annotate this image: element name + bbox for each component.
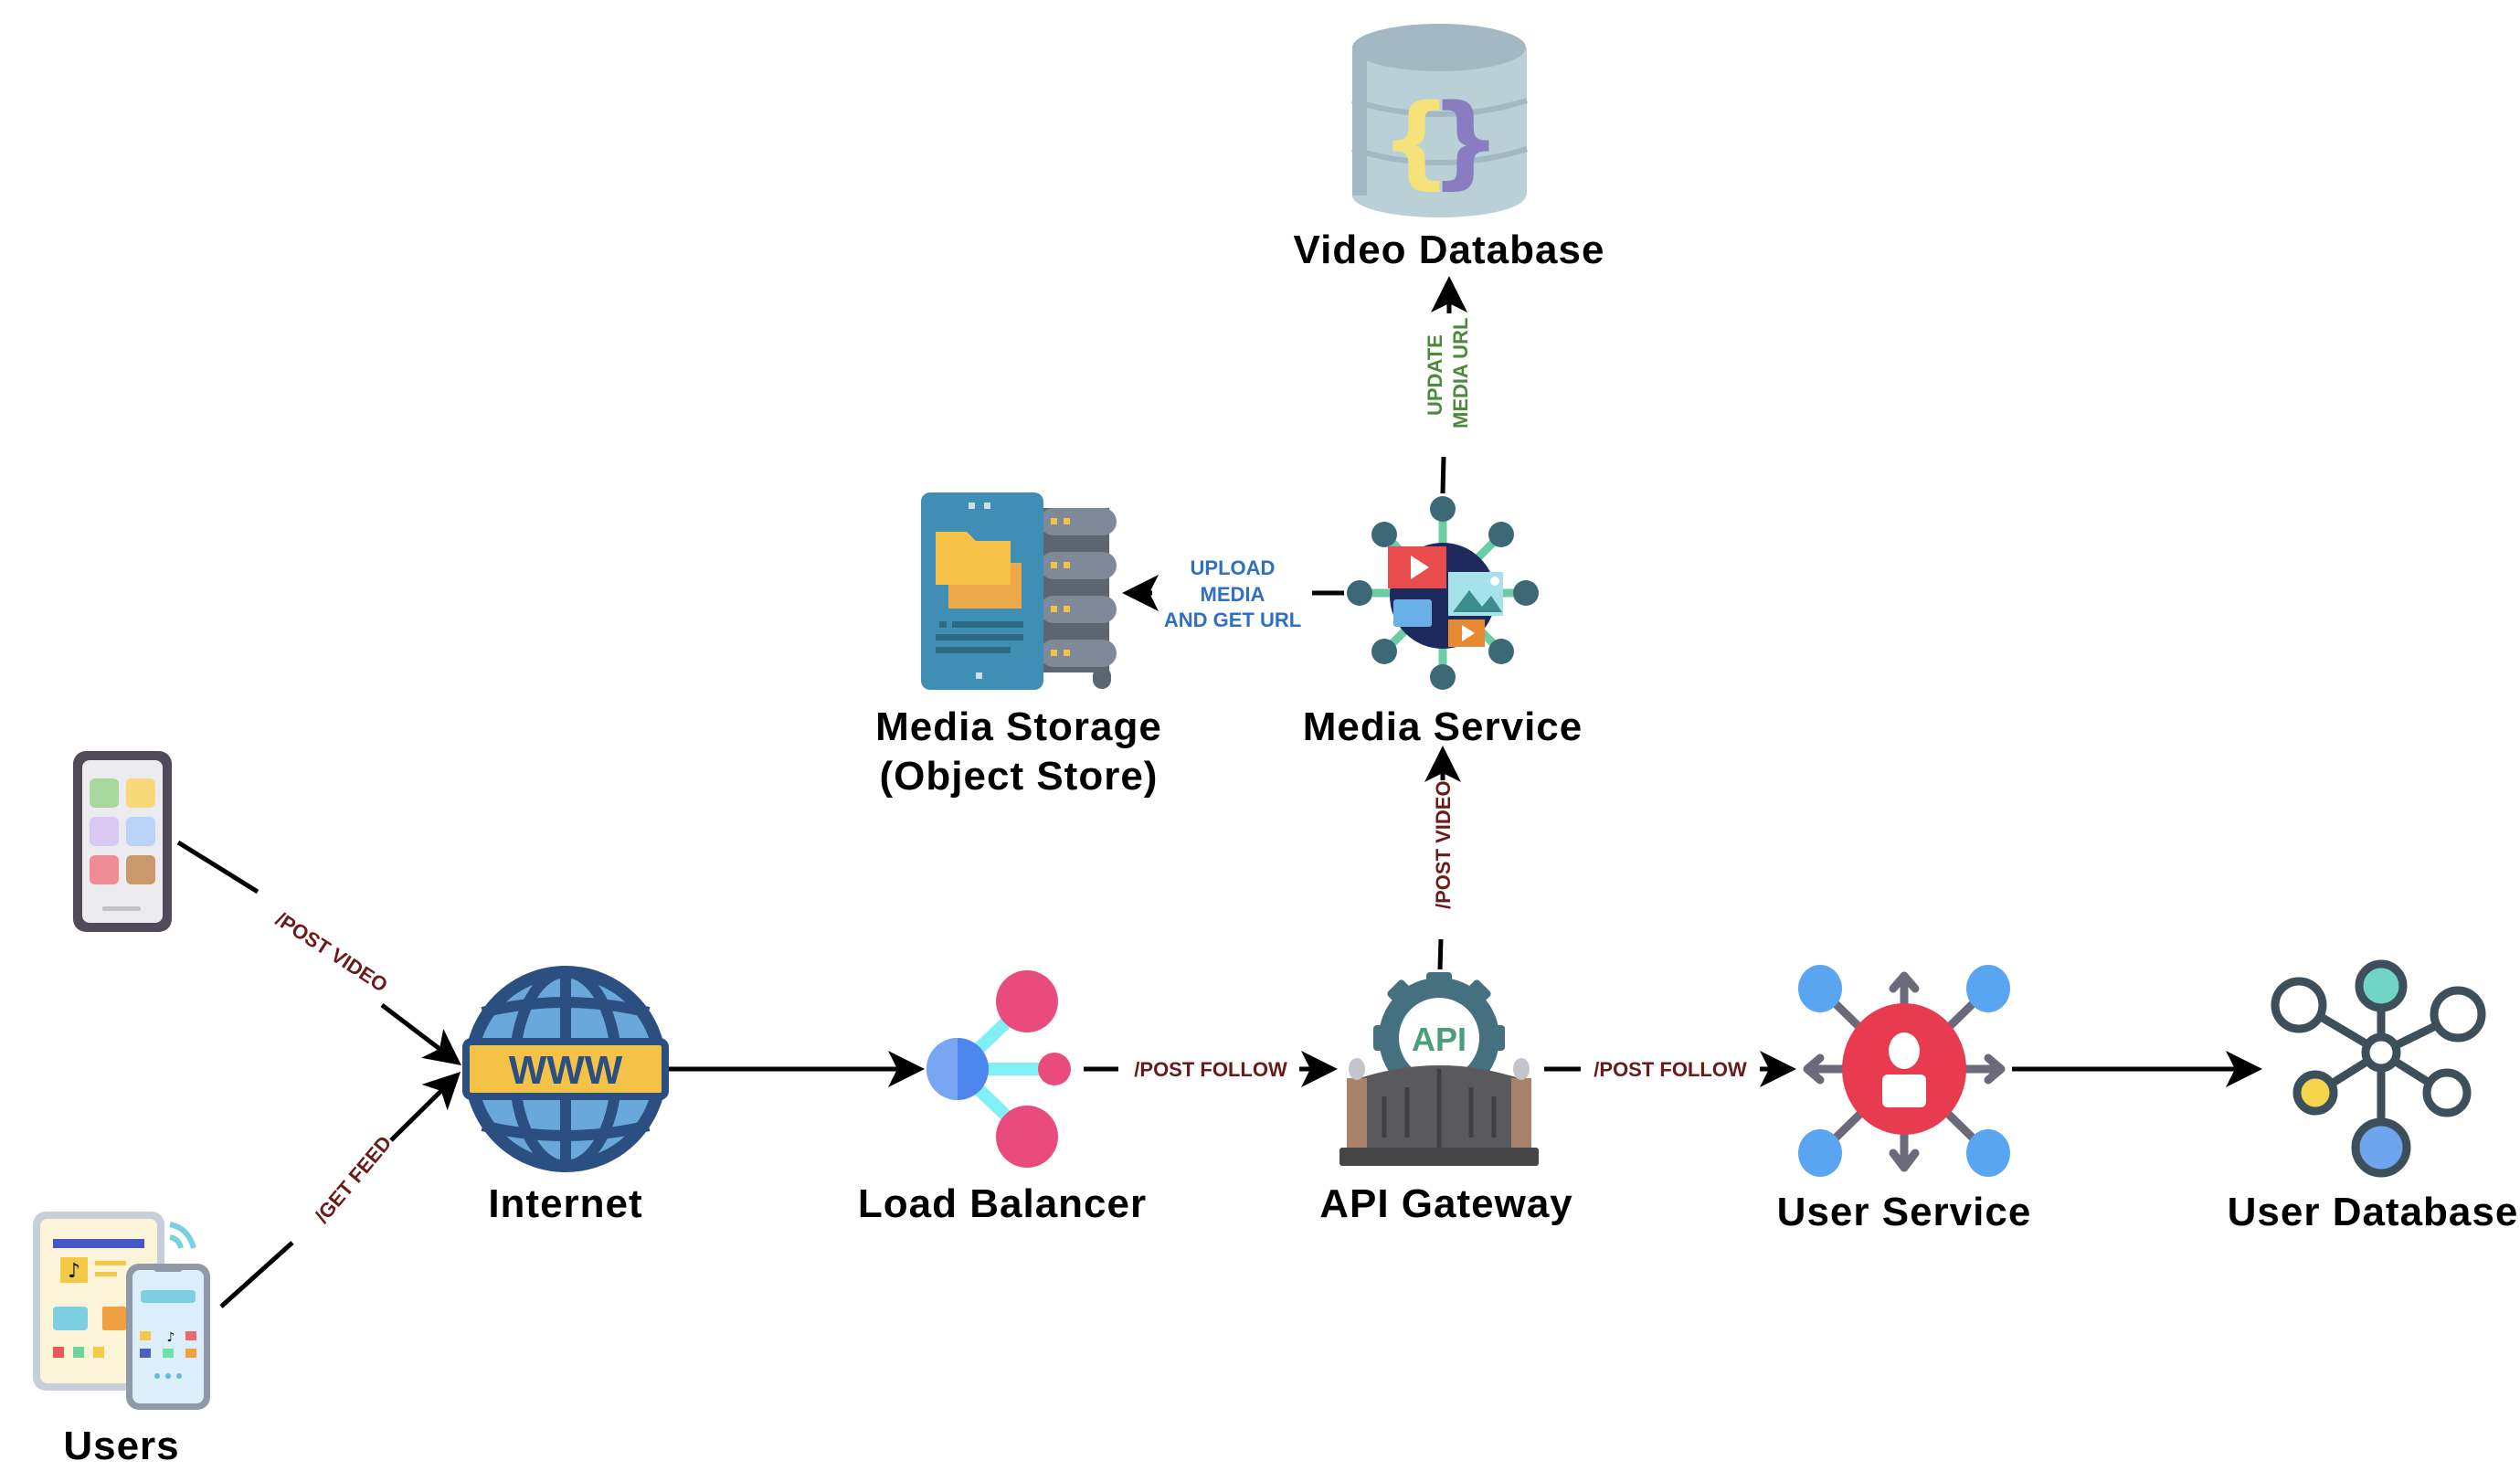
media-hub-icon xyxy=(1347,496,1539,690)
user-database-node[interactable]: User Database xyxy=(2228,959,2519,1234)
load-balancer-node[interactable]: Load Balancer xyxy=(858,970,1147,1226)
edge-media-to-videodb-dash xyxy=(1440,456,1446,494)
load-balancer-label: Load Balancer xyxy=(858,1181,1147,1226)
api-text: API xyxy=(1412,1021,1466,1058)
internet-label: Internet xyxy=(488,1181,642,1226)
edge-label-upload-line-1: UPLOAD xyxy=(1191,556,1276,579)
user-service-node[interactable]: User Service xyxy=(1777,965,2032,1234)
users-label: Users xyxy=(63,1424,179,1468)
svg-text:♪: ♪ xyxy=(68,1260,80,1283)
edge-label-upload-line-3: AND GET URL xyxy=(1164,609,1301,631)
edge-gateway-to-media-dash xyxy=(1437,938,1444,970)
tablet-and-phone-icon: ♪ ♪ xyxy=(33,1212,210,1410)
users-node[interactable]: ♪ ♪ Users xyxy=(33,751,210,1468)
user-database-label: User Database xyxy=(2228,1190,2519,1234)
edge-tablet-to-internet-segment-2 xyxy=(389,1071,461,1142)
file-server-icon xyxy=(921,492,1117,690)
edge-label-tablet-get-feed: /GET FEED xyxy=(311,1131,397,1227)
edge-tablet-to-internet-segment-1 xyxy=(219,1241,294,1308)
document-database-icon: { } xyxy=(1351,24,1528,217)
edge-label-phone-post-video: /POST VIDEO xyxy=(271,907,392,997)
media-service-node[interactable]: Media Service xyxy=(1303,496,1583,749)
media-storage-label: Media Storage xyxy=(875,704,1162,749)
edge-label-update-line-2: MEDIA URL xyxy=(1449,318,1472,429)
graph-database-icon xyxy=(2271,959,2486,1178)
media-storage-node[interactable]: Media Storage (Object Store) xyxy=(875,492,1162,799)
braces-glyph-close: } xyxy=(1430,82,1501,199)
video-database-label: Video Database xyxy=(1294,228,1605,272)
edges: /POST VIDEO /GET FEED /POST FOLLOW /POST… xyxy=(176,276,2262,1308)
video-database-node[interactable]: { } Video Database xyxy=(1294,24,1605,272)
load-balancer-icon xyxy=(926,970,1071,1168)
user-service-label: User Service xyxy=(1777,1190,2032,1234)
braces-glyph-open: { xyxy=(1381,82,1452,199)
media-service-label: Media Service xyxy=(1303,704,1583,749)
edge-phone-to-internet-segment-1 xyxy=(176,840,259,894)
www-text: WWW xyxy=(509,1048,623,1093)
api-gateway-node[interactable]: API API Gateway xyxy=(1319,972,1573,1226)
edge-label-gateway-post-video: /POST VIDEO xyxy=(1432,780,1455,909)
edge-label-lb-post-follow: /POST FOLLOW xyxy=(1134,1058,1287,1081)
edge-label-gateway-post-follow: /POST FOLLOW xyxy=(1594,1058,1747,1081)
edge-label-update-line-1: UPDATE xyxy=(1424,334,1446,416)
media-storage-sublabel: (Object Store) xyxy=(880,754,1159,799)
globe-www-icon: WWW xyxy=(462,966,669,1172)
edge-phone-to-internet-segment-2 xyxy=(380,1003,461,1066)
svg-text:♪: ♪ xyxy=(167,1330,175,1345)
internet-node[interactable]: WWW Internet xyxy=(462,966,669,1226)
smartphone-icon xyxy=(73,751,172,932)
user-network-icon xyxy=(1798,965,2010,1177)
edge-label-upload-line-2: MEDIA xyxy=(1201,583,1265,606)
api-gate-icon: API xyxy=(1339,972,1539,1166)
api-gateway-label: API Gateway xyxy=(1319,1181,1573,1226)
